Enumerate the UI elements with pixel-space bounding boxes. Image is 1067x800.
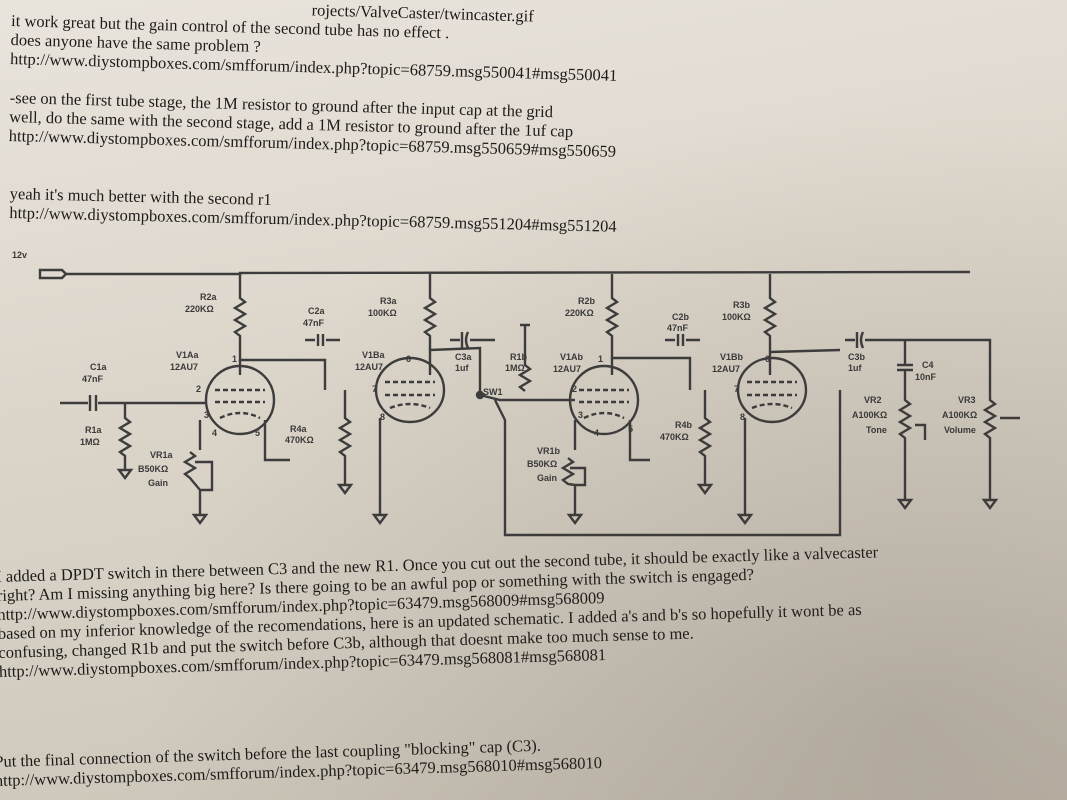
c4-label: C4: [922, 360, 934, 370]
tube-v1ba-icon: [374, 356, 446, 424]
pin-label: 7: [372, 384, 377, 394]
vr2-label: VR2: [864, 395, 882, 405]
r3a-value: 100KΩ: [368, 308, 397, 318]
vr1b-value: B50KΩ: [527, 459, 557, 469]
r1a-value: 1MΩ: [80, 437, 100, 447]
tube-preamp-schematic: 12v C1a 47nF R1a 1MΩ R2a 220KΩ C2a 47nF …: [12, 250, 1020, 537]
vr1b-name: Gain: [537, 473, 557, 483]
r1b-value: 1MΩ: [505, 363, 525, 373]
pin-label: 4: [212, 428, 217, 438]
supply-label: 12v: [12, 250, 27, 260]
forum-quote-4: I added a DPDT switch in there between C…: [0, 542, 881, 681]
vr3-label: VR3: [958, 395, 976, 405]
resistor-r3b: [762, 274, 778, 352]
pin-label: 5: [628, 424, 633, 434]
v1ab-type: 12AU7: [553, 364, 581, 374]
tube-v1bb-icon: [736, 356, 808, 424]
vr3-value: A100KΩ: [942, 410, 977, 420]
pin-label: 8: [380, 412, 385, 422]
r2a-value: 220KΩ: [185, 304, 214, 314]
vr1a-value: B50KΩ: [138, 464, 168, 474]
supply-terminal-icon: [38, 268, 68, 280]
pin-label: 6: [406, 354, 411, 364]
v1ab-label: V1Ab: [560, 352, 584, 362]
pin-label: 5: [255, 428, 260, 438]
r4a-label: R4a: [290, 424, 308, 434]
v1bb-label: V1Bb: [720, 352, 744, 362]
r3b-value: 100KΩ: [722, 312, 751, 322]
c2b-label: C2b: [672, 312, 690, 322]
vr2-value: A100KΩ: [852, 410, 887, 420]
c4-value: 10nF: [915, 372, 937, 382]
r3a-label: R3a: [380, 296, 398, 306]
c3b-value: 1uf: [848, 363, 863, 373]
pin-label: 6: [765, 354, 770, 364]
r2a-label: R2a: [200, 292, 218, 302]
v1aa-label: V1Aa: [176, 350, 200, 360]
v1bb-type: 12AU7: [712, 364, 740, 374]
forum-quote-5: Put the final connection of the switch b…: [0, 734, 602, 790]
c3a-value: 1uf: [455, 363, 470, 373]
c1a-label: C1a: [90, 362, 108, 372]
v1ba-label: V1Ba: [362, 350, 386, 360]
vr1a-label: VR1a: [150, 450, 174, 460]
resistor-r2a: [232, 274, 248, 350]
pin-label: 3: [578, 410, 583, 420]
r2b-label: R2b: [578, 296, 596, 306]
resistor-r3a: [422, 274, 438, 350]
sw1-label: SW1: [483, 387, 503, 397]
vr2-name: Tone: [866, 425, 887, 435]
forum-quote-3: yeah it's much better with the second r1…: [9, 184, 617, 236]
forum-quote-2: -see on the first tube stage, the 1M res…: [9, 88, 618, 161]
c1a-value: 47nF: [82, 374, 104, 384]
pin-label: 4: [594, 428, 599, 438]
vr1a-name: Gain: [148, 478, 168, 488]
pin-label: 3: [204, 410, 209, 420]
pin-label: 1: [232, 354, 237, 364]
c2a-label: C2a: [308, 306, 326, 316]
c2b-value: 47nF: [667, 323, 689, 333]
tube-v1aa-icon: [204, 364, 276, 436]
v1ba-type: 12AU7: [355, 362, 383, 372]
v1aa-type: 12AU7: [170, 362, 198, 372]
c3b-label: C3b: [848, 352, 866, 362]
r4a-value: 470KΩ: [285, 435, 314, 445]
vr1b-label: VR1b: [537, 446, 561, 456]
c3a-label: C3a: [455, 352, 473, 362]
pin-label: 8: [740, 412, 745, 422]
pin-label: 2: [196, 384, 201, 394]
pin-label: 7: [734, 384, 739, 394]
r3b-label: R3b: [733, 300, 751, 310]
pin-label: 2: [572, 384, 577, 394]
r4b-value: 470KΩ: [660, 432, 689, 442]
r4b-label: R4b: [675, 420, 693, 430]
r1a-label: R1a: [85, 425, 103, 435]
pin-label: 1: [598, 354, 603, 364]
resistor-r2b: [604, 274, 620, 350]
vr3-name: Volume: [944, 425, 976, 435]
c2a-value: 47nF: [303, 318, 325, 328]
r1b-label: R1b: [510, 352, 528, 362]
r2b-value: 220KΩ: [565, 308, 594, 318]
forum-quote-1: rojects/ValveCaster/twincaster.gif it wo…: [10, 0, 619, 85]
